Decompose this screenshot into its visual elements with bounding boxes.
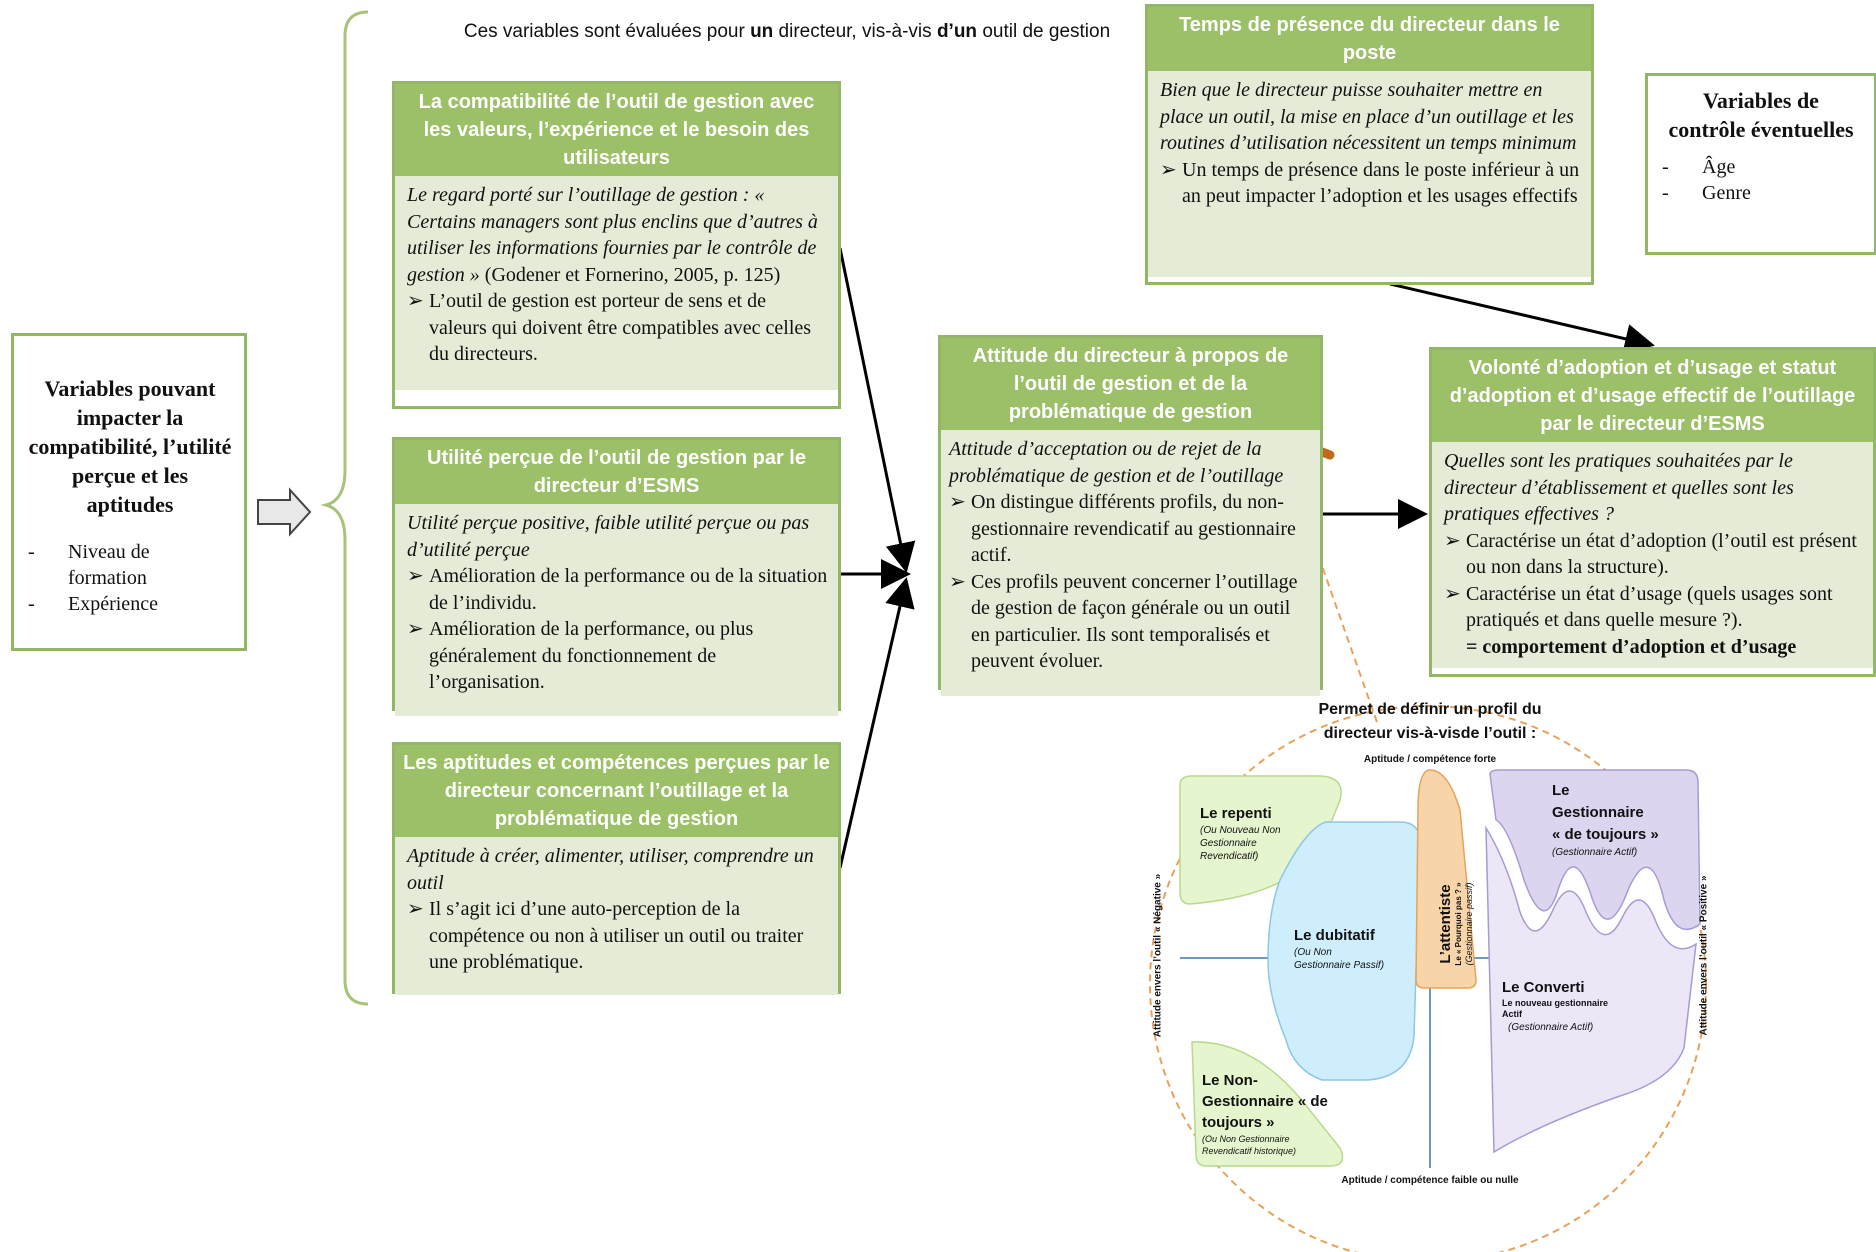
attitude-bullet-1: On distingue différents profils, du non-…	[971, 491, 1296, 566]
utility-bullet-2: Amélioration de la performance, ou plus …	[429, 618, 754, 693]
axis-label-right: Attitude envers l’outil « Positive »	[1698, 875, 1710, 1036]
gestionnaire-shape	[1489, 769, 1701, 930]
profile-title: Permet de définir un profil du directeur…	[1318, 701, 1542, 742]
attitude-box: Attitude du directeur à propos de l’outi…	[938, 335, 1323, 696]
profile-circle	[1149, 705, 1707, 1252]
presence-box: Temps de présence du directeur dans le p…	[1145, 4, 1594, 285]
arrow-aptitude-to-attitude	[838, 577, 915, 869]
profile-gestionnaire: Le Gestionnaire « de toujours » (Gestion…	[1552, 782, 1659, 858]
axis-label-left: Attitude envers l’outil « Négative »	[1152, 873, 1164, 1038]
compatibility-box: La compatibilité de l’outil de gestion a…	[392, 81, 841, 409]
compatibility-bullet-1: L’outil de gestion est porteur de sens e…	[429, 290, 812, 365]
axis-label-bottom: Aptitude / compétence faible ou nulle	[1341, 1175, 1519, 1186]
adoption-title: Volonté d’adoption et d’usage et statut …	[1432, 350, 1873, 442]
compatibility-title: La compatibilité de l’outil de gestion a…	[395, 84, 838, 176]
aptitude-box: Les aptitudes et compétences perçues par…	[392, 742, 841, 995]
attitude-title: Attitude du directeur à propos de l’outi…	[941, 338, 1320, 430]
dubitatif-shape	[1267, 821, 1421, 1081]
profile-converti: Le Converti Le nouveau gestionnaire Acti…	[1502, 979, 1609, 1033]
presence-description: Bien que le directeur puisse souhaiter m…	[1160, 79, 1577, 154]
adoption-question: Quelles sont les pratiques souhaitées pa…	[1444, 450, 1794, 525]
left-variables-title: Variables pouvant impacter la compatibil…	[28, 376, 232, 517]
grouping-brace	[320, 10, 369, 1006]
left-variables-box: Variables pouvant impacter la compatibil…	[11, 333, 247, 651]
adoption-bullet-2: Caractérise un état d’usage (quels usage…	[1466, 582, 1833, 632]
utility-box: Utilité perçue de l’outil de gestion par…	[392, 437, 841, 716]
profile-attentiste: L’attentiste Le « Pourquoi pas ? » (Gest…	[1437, 882, 1474, 966]
arrow-presence-to-adoption	[1389, 282, 1655, 354]
presence-title: Temps de présence du directeur dans le p…	[1148, 7, 1591, 71]
control-variables-title: Variables de contrôle éventuelles	[1668, 88, 1854, 142]
aptitude-description: Aptitude à créer, alimenter, utiliser, c…	[407, 845, 814, 894]
left-item-experience: Expérience	[68, 593, 158, 615]
converti-shape	[1485, 825, 1697, 1154]
aptitude-bullet-1: Il s’agit ici d’une auto-perception de l…	[429, 898, 804, 973]
attitude-bullet-2: Ces profils peuvent concerner l’outillag…	[971, 570, 1298, 673]
axis-label-top: Aptitude / compétence forte	[1363, 754, 1497, 765]
hollow-arrow	[257, 487, 312, 537]
control-item-genre: Genre	[1702, 182, 1751, 204]
adoption-box: Volonté d’adoption et d’usage et statut …	[1429, 347, 1876, 677]
utility-title: Utilité perçue de l’outil de gestion par…	[395, 440, 838, 504]
control-variables-box: Variables de contrôle éventuelles -Âge -…	[1645, 73, 1876, 255]
profile-dubitatif: Le dubitatif (Ou Non Gestionnaire Passif…	[1294, 927, 1385, 971]
left-item-formation: Niveau de formation	[68, 541, 150, 589]
presence-bullet-1: Un temps de présence dans le poste infér…	[1182, 158, 1580, 208]
aptitude-title: Les aptitudes et compétences perçues par…	[395, 745, 838, 837]
arrow-compat-to-attitude	[838, 247, 916, 573]
attentiste-shape	[1415, 769, 1477, 989]
control-item-age: Âge	[1702, 156, 1736, 178]
profile-repenti: Le repenti (Ou Nouveau Non Gestionnaire …	[1200, 805, 1281, 862]
compatibility-citation: (Godener et Fornerino, 2005, p. 125)	[479, 263, 781, 286]
adoption-bullet-1: Caractérise un état d’adoption (l’outil …	[1466, 529, 1857, 579]
adoption-conclusion: = comportement d’adoption et d’usage	[1466, 635, 1797, 658]
nongest-shape	[1191, 1041, 1344, 1167]
utility-bullet-1: Amélioration de la performance ou de la …	[429, 565, 828, 614]
utility-description: Utilité perçue positive, faible utilité …	[407, 512, 810, 561]
attitude-description: Attitude d’acceptation ou de rejet de la…	[949, 438, 1284, 487]
intro-text: Ces variables sont évaluées pour un dire…	[463, 21, 1111, 42]
compatibility-quote: Le regard porté sur l’outillage de gesti…	[407, 184, 818, 286]
profile-nongestionnaire: Le Non- Gestionnaire « de toujours » (Ou…	[1202, 1072, 1328, 1156]
